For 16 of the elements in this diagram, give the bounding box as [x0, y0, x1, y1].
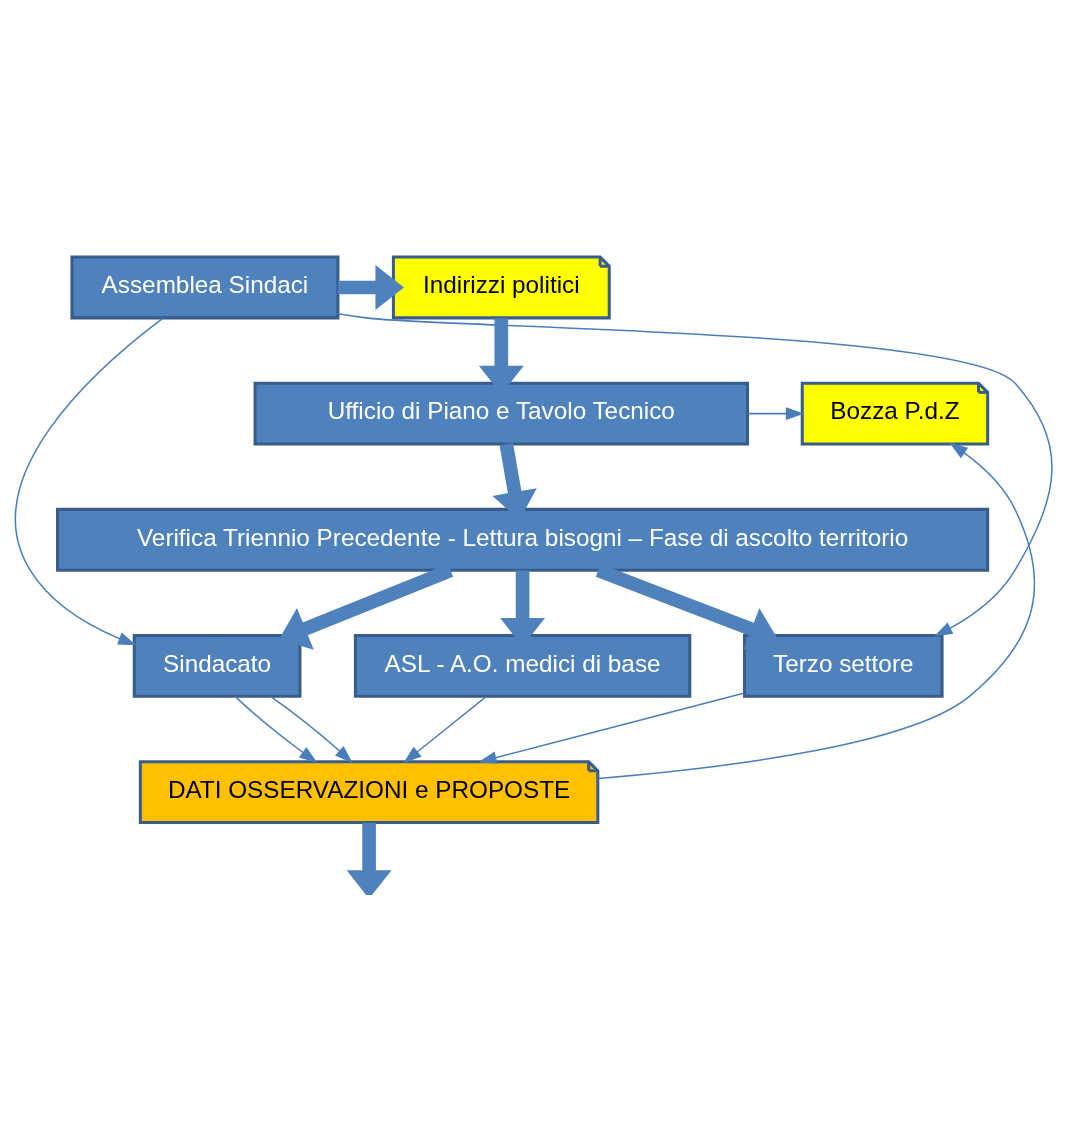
arrow	[270, 695, 353, 764]
arrow	[597, 442, 1036, 780]
node-box: Terzo settore	[742, 634, 944, 698]
arrow	[337, 312, 1053, 637]
node-box: Verifica Triennio Precedente - Lettura bisogni – Fase di ascolto territorio	[56, 507, 990, 572]
arrow	[478, 692, 746, 764]
arrow	[338, 265, 404, 310]
arrow	[346, 822, 392, 895]
node-box: Sindacato	[132, 634, 302, 698]
node-box: ASL - A.O. medici di base	[353, 634, 692, 698]
arrow	[403, 695, 487, 764]
node-box: Ufficio di Piano e Tavolo Tecnico	[253, 381, 750, 446]
node-box: Assemblea Sindaci	[70, 255, 340, 320]
arrow	[234, 695, 318, 763]
arrow	[14, 317, 164, 646]
arrow	[746, 407, 805, 421]
